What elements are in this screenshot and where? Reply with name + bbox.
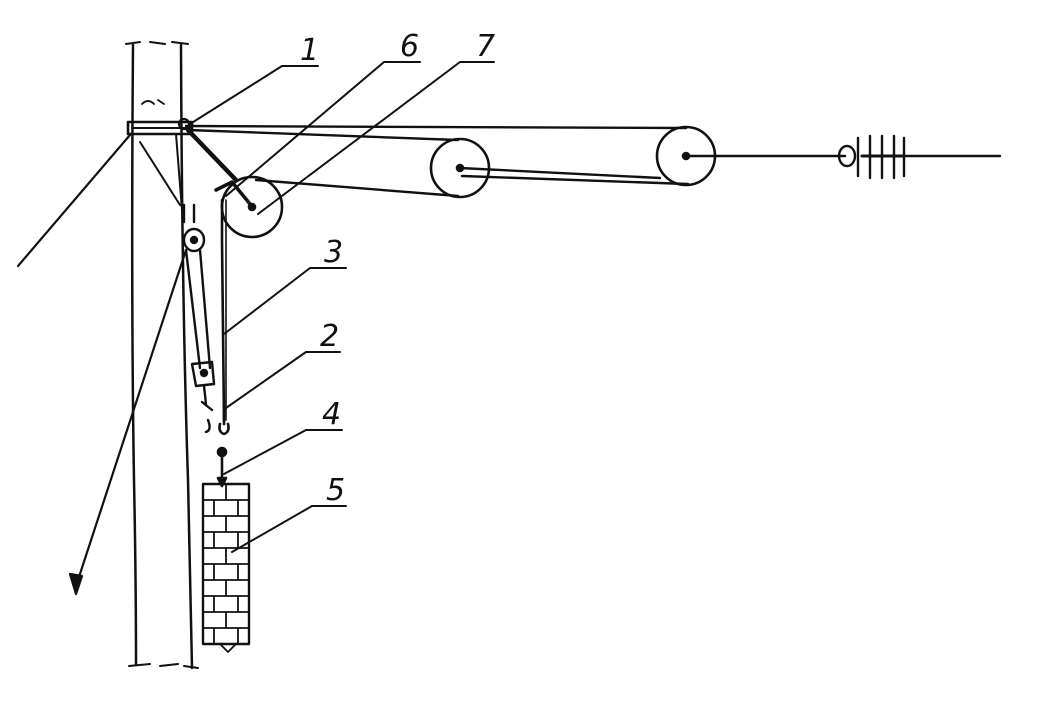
guy-wire — [16, 133, 132, 268]
callout-leaders — [189, 61, 495, 553]
callout-label-3: 3 — [324, 235, 343, 270]
pulley-bracket — [185, 127, 252, 206]
utility-pole — [125, 41, 199, 670]
pole-brace-2 — [175, 133, 183, 211]
pulley-left — [220, 175, 284, 239]
callout-label-1: 1 — [300, 33, 319, 68]
callout-label-4: 4 — [322, 397, 341, 432]
load-hook — [216, 398, 230, 488]
lower-block — [190, 360, 216, 434]
callout-label-7: 7 — [476, 29, 495, 64]
callout-label-5: 5 — [326, 473, 345, 508]
hoist-rope — [220, 198, 227, 422]
snatch-block — [182, 203, 212, 370]
conductor-lines — [184, 124, 690, 198]
axle-rod-middle — [458, 166, 662, 180]
brick-load — [201, 482, 251, 653]
callout-labels: 1 6 7 3 2 4 5 — [300, 29, 495, 508]
insulator-string — [837, 134, 1002, 180]
hauling-rope — [68, 248, 188, 596]
callout-label-2: 2 — [320, 319, 339, 354]
pole-brace — [139, 141, 181, 206]
callout-label-6: 6 — [400, 29, 419, 64]
